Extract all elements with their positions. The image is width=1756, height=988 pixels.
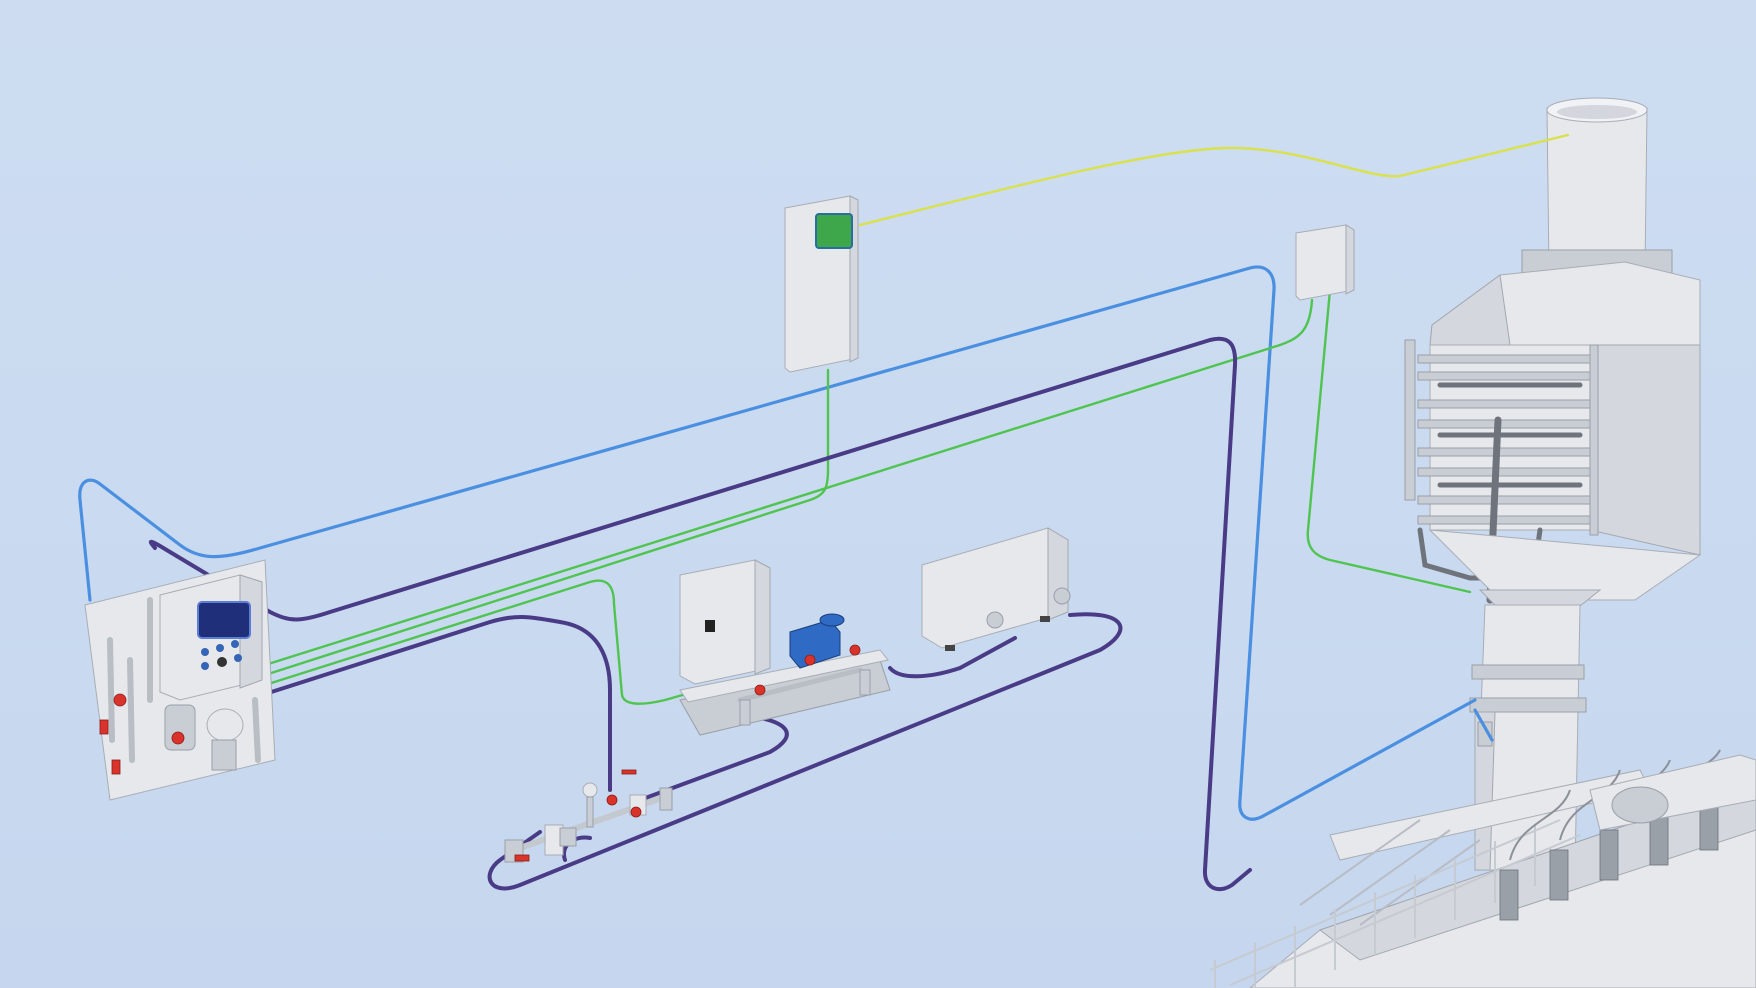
remote-display-cabinet [784,195,859,373]
remote-display-screen [815,213,853,249]
junction-box [1295,224,1355,301]
signal-cables [78,133,1570,891]
purple-cable-2 [260,614,612,792]
purple-cable-3 [487,612,1123,891]
sampling-manifold [504,769,673,863]
scrubber-rails [1404,339,1599,536]
analyzer-display [197,601,251,639]
analyzer-panel [84,559,276,801]
blue-cable-2 [1473,708,1494,742]
green-cable-2 [263,368,830,677]
blue-cable-1 [78,265,1477,821]
purple-cable-1 [148,336,1252,891]
green-cable-3 [263,579,702,705]
exhaust-stack [1404,97,1702,871]
yellow-cable [858,133,1570,227]
pump-skid [679,559,891,736]
engine [1209,749,1756,988]
green-cable-1 [263,298,1314,667]
skid-switch [705,620,715,632]
analyzer-buttons [201,640,242,670]
conditioning-unit [921,527,1071,651]
green-cable-4 [1306,288,1472,594]
purple-cable-4 [888,636,1017,679]
stack-sample-probe [1477,721,1493,747]
